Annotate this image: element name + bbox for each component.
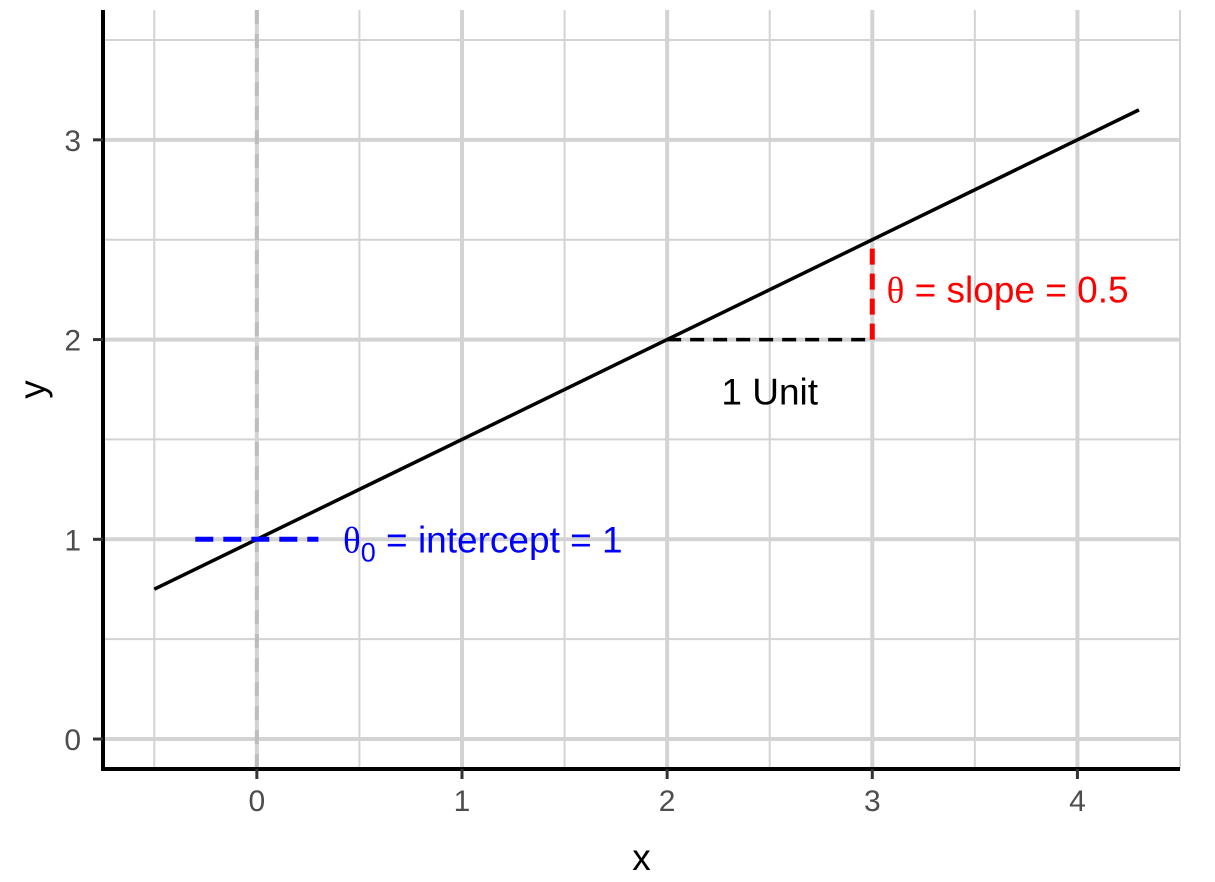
x-tick-label: 0 xyxy=(249,785,266,818)
tick-labels: 0 1 2 3 4 0 1 2 3 xyxy=(64,125,1085,818)
grid xyxy=(103,10,1181,769)
x-tick-label: 1 xyxy=(454,785,471,818)
x-axis-title: x xyxy=(632,837,651,878)
x-tick-label: 2 xyxy=(659,785,676,818)
intercept-label: θ0 = intercept = 1 xyxy=(343,519,623,567)
slope-label: θ = slope = 0.5 xyxy=(887,270,1129,312)
regression-line xyxy=(153,108,1140,591)
y-tick-label: 0 xyxy=(64,724,81,757)
y-tick-label: 2 xyxy=(64,325,81,358)
x-tick-label: 3 xyxy=(864,785,881,818)
y-axis-title: y xyxy=(12,380,53,399)
y-tick-label: 3 xyxy=(64,125,81,158)
x-tick-label: 4 xyxy=(1069,785,1086,818)
series-layer xyxy=(153,108,1140,591)
axes xyxy=(101,10,1180,771)
run-label: 1 Unit xyxy=(721,371,818,412)
annotations-layer: θ0 = intercept = 1 1 Unit θ = slope = 0.5 xyxy=(195,239,1129,567)
y-tick-label: 1 xyxy=(64,524,81,557)
